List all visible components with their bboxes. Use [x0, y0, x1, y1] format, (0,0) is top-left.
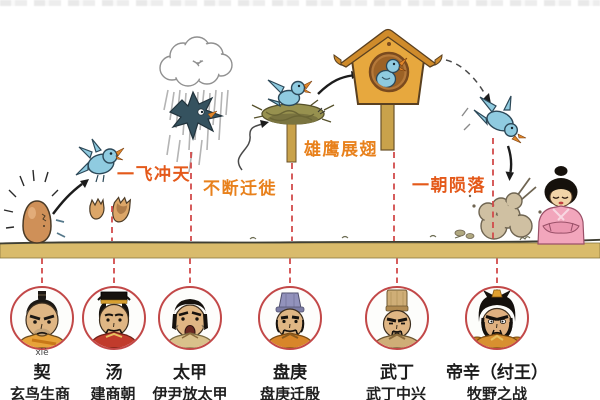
arrow-up-icon: [52, 179, 89, 215]
flight-path-line: [237, 120, 269, 171]
ruler-name: 武丁: [380, 363, 414, 383]
birdhouse-icon: [333, 28, 443, 151]
ruler-event: 玄鸟生商: [9, 385, 71, 400]
stage-label-fall: 一朝陨落: [412, 176, 486, 196]
cropped-title-strip: [0, 0, 600, 6]
fall-arc-line: [445, 59, 491, 104]
stage-label-migrate: 不断迁徙: [203, 179, 277, 199]
ground-bar: [0, 229, 600, 259]
portrait-wuding: [365, 286, 429, 350]
portrait-dixin: [465, 286, 529, 350]
ruler-event: 伊尹放太甲: [152, 385, 228, 400]
ruler-name: 汤: [105, 363, 123, 383]
ruler-name: 太甲: [173, 363, 207, 383]
portrait-taijia: [158, 286, 222, 350]
tang-face-icon: [87, 291, 141, 348]
ruler-name: 帝辛（纣王）: [446, 363, 548, 383]
nest-icon: [251, 99, 335, 163]
stage-label-soar: 一飞冲天: [117, 165, 191, 185]
cracking-egg-icon: [3, 169, 66, 244]
ruler-event: 建商朝: [90, 385, 136, 400]
rain-cloud-icon: [159, 36, 233, 173]
nest-bird-icon: [267, 79, 313, 108]
stage-label-eagle: 雄鹰展翅: [304, 140, 378, 160]
connector-dashes: [41, 258, 498, 286]
pinyin-xie: xiè: [35, 348, 49, 358]
arrow-down-icon: [505, 145, 514, 181]
ruler-event: 盘庚迁殷: [259, 385, 321, 400]
ruler-name: 契: [33, 363, 51, 383]
hatchling-bird-icon: [75, 138, 125, 183]
wuding-face-icon: [370, 289, 424, 348]
storm-bird-icon: [168, 90, 225, 141]
falling-bird-icon: [461, 95, 527, 144]
ruler-name: 盘庚: [273, 363, 307, 383]
xie-face-icon: [15, 291, 69, 348]
eggshell-icon: [89, 196, 132, 223]
timeline-dashes: [111, 138, 494, 241]
ruler-event: 武丁中兴: [365, 385, 427, 400]
portrait-xie: [10, 286, 74, 350]
taijia-face-icon: [163, 299, 217, 348]
ruler-event: 牧野之战: [466, 385, 528, 400]
portrait-tang: [82, 286, 146, 350]
consort-woman-icon: [537, 166, 585, 245]
portrait-pangeng: [258, 286, 322, 350]
dust-cloud-icon: [468, 177, 542, 240]
